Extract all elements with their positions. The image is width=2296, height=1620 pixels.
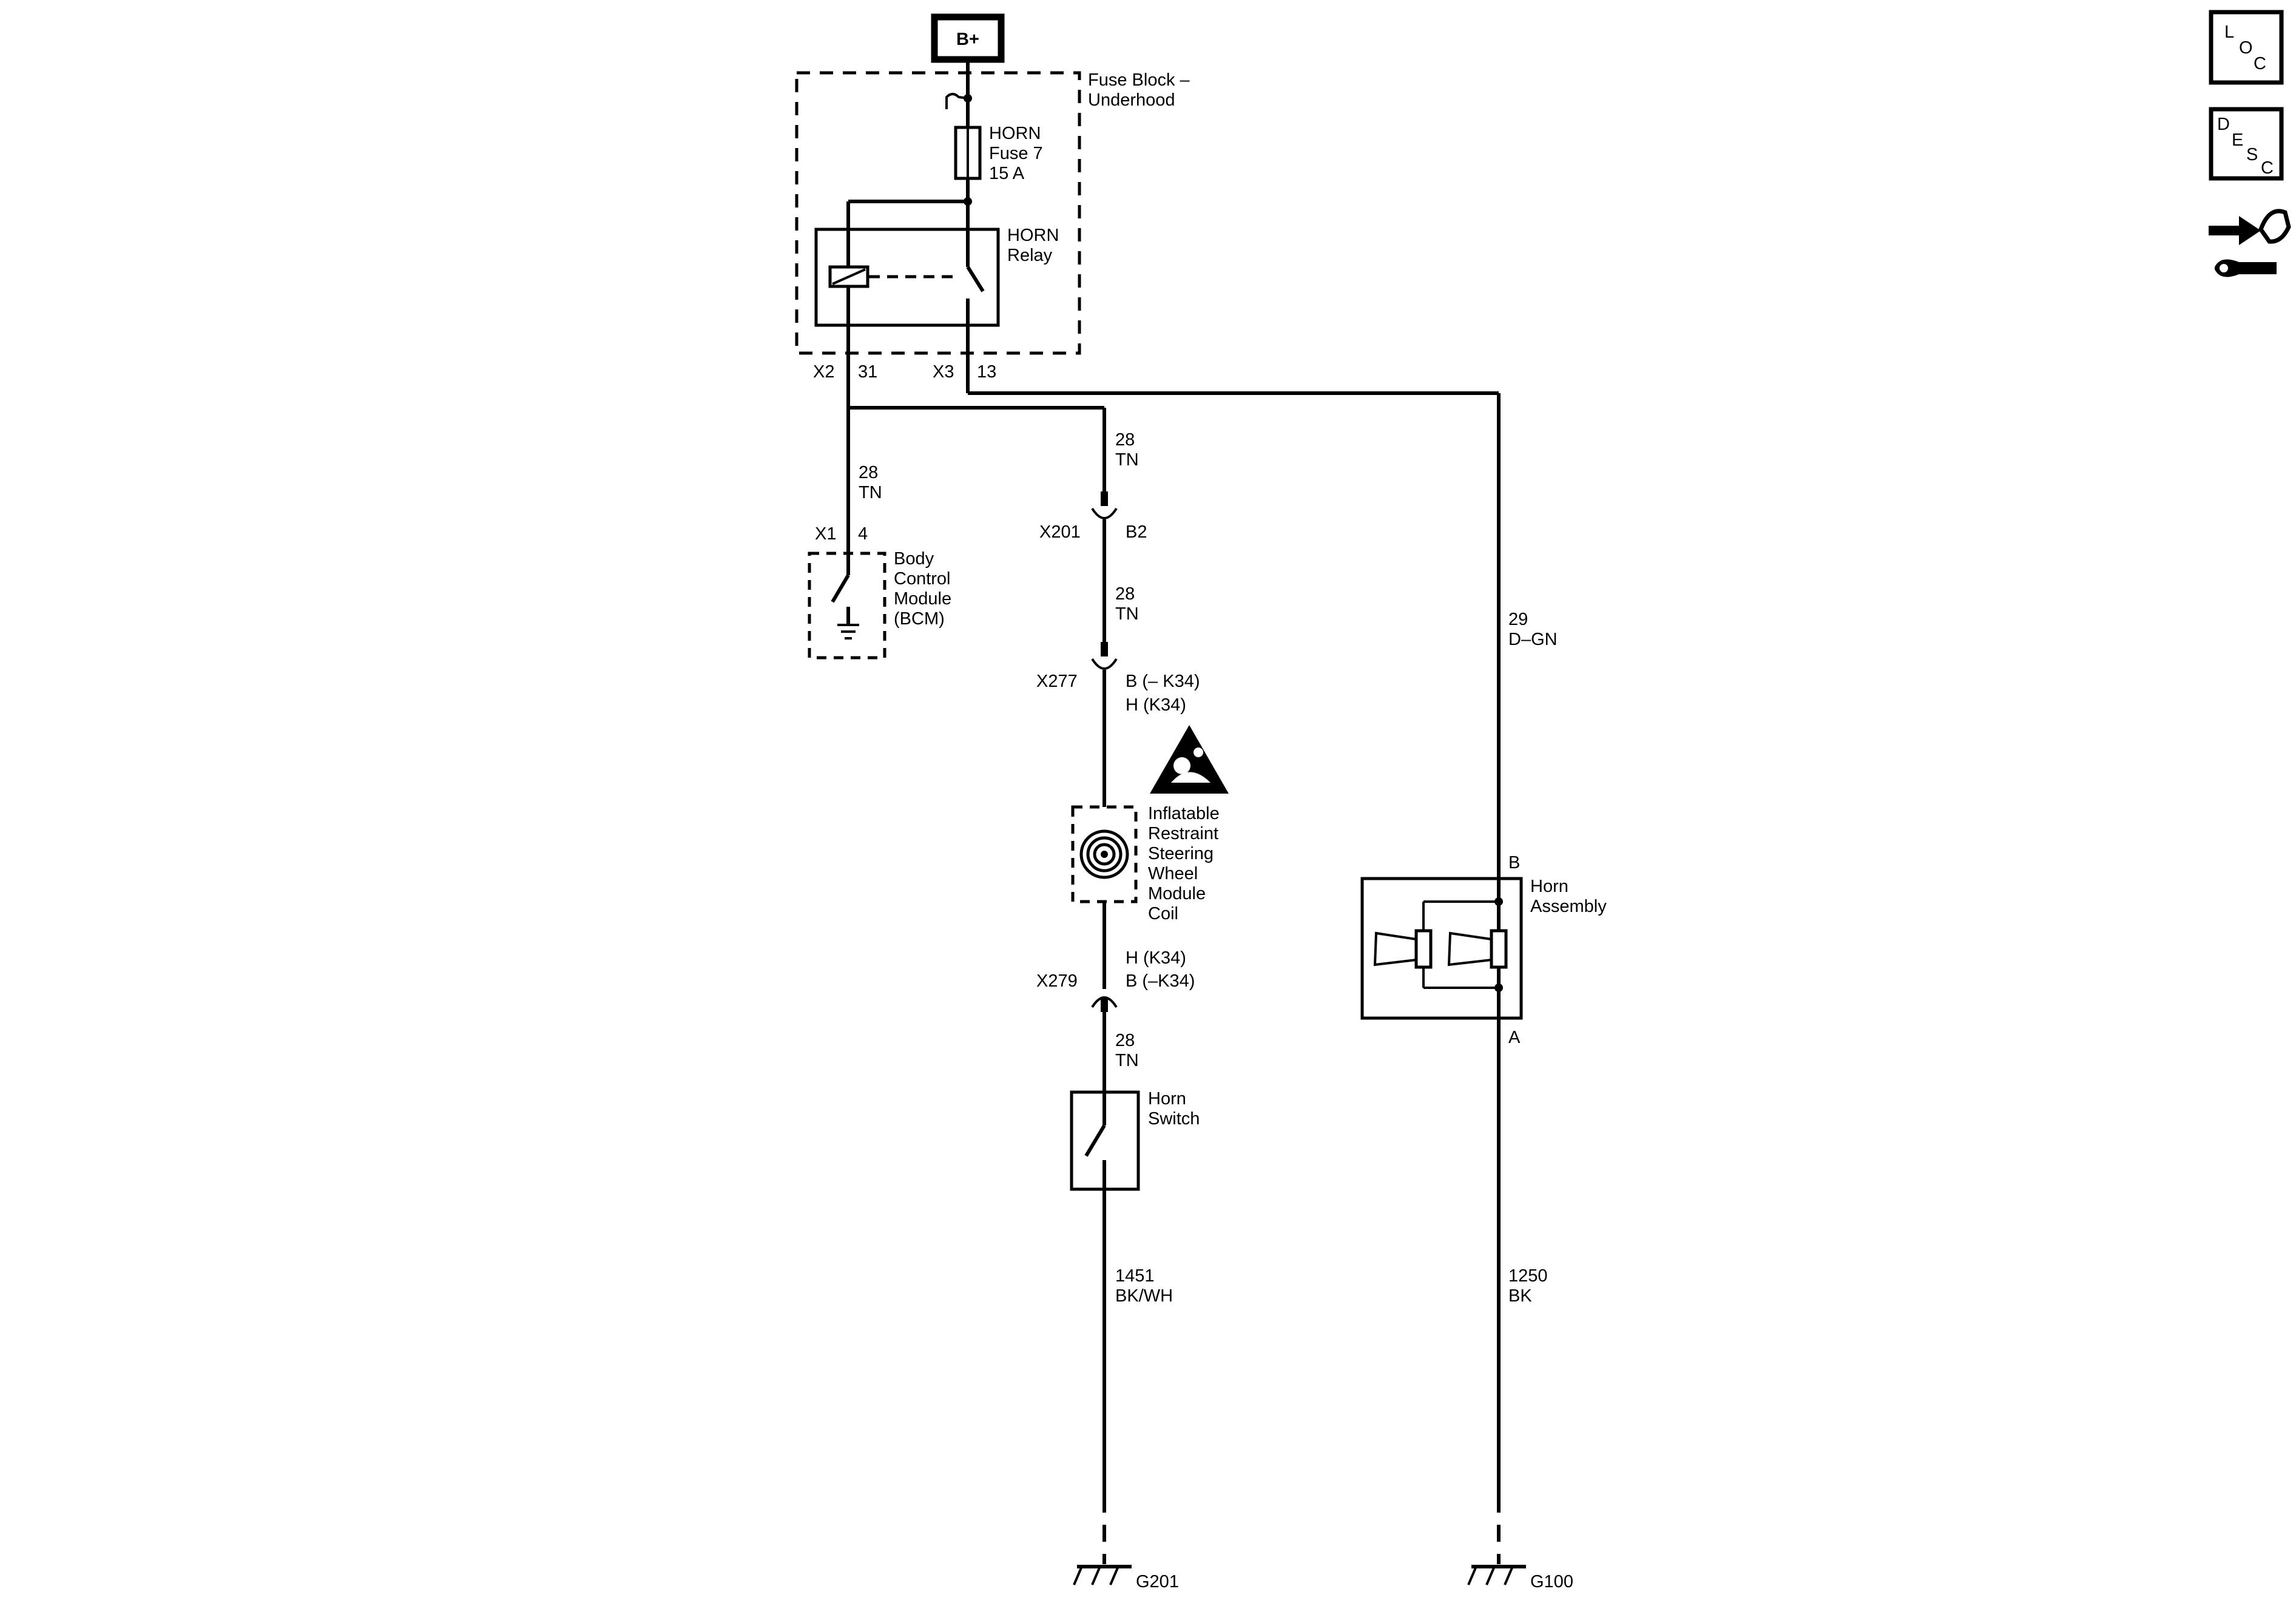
connector-x277-label: X277	[1036, 672, 1078, 691]
connector-x279-label: X279	[1036, 971, 1078, 991]
wire-28-b-circuit: 28	[1115, 584, 1135, 604]
connector-x2-label: X2	[813, 362, 834, 382]
coil-label-6: Coil	[1148, 904, 1178, 923]
airbag-warning-icon	[1150, 725, 1229, 794]
desc-icon-d: D	[2217, 115, 2230, 134]
horn-switch-label-1: Horn	[1148, 1089, 1186, 1109]
horn-pin-b-label: B	[1508, 853, 1520, 872]
horn-assembly-label-1: Horn	[1530, 877, 1568, 896]
wire-28-b-color: TN	[1115, 604, 1139, 624]
bcm-pin-label: 4	[858, 524, 868, 544]
wire-28-a-color: TN	[1115, 450, 1139, 470]
connector-x277-pin-2: H (K34)	[1126, 695, 1186, 715]
relay-switch-symbol	[966, 266, 985, 292]
wire-29-color: D–GN	[1508, 630, 1558, 649]
wire-28-bcm-circuit: 28	[859, 463, 878, 482]
horn-relay-box	[814, 228, 1000, 327]
pin-31-label: 31	[858, 362, 877, 382]
connector-x279-pin-1: H (K34)	[1126, 948, 1186, 968]
ground-g100-icon	[1467, 1565, 1526, 1585]
horn-fuse-rating: 15 A	[989, 164, 1025, 183]
wire-1451-circuit: 1451	[1115, 1266, 1155, 1286]
ground-g201-label: G201	[1136, 1572, 1179, 1591]
wire-28-c-circuit: 28	[1115, 1031, 1135, 1050]
horn-relay-label-2: Relay	[1007, 246, 1053, 265]
ground-g201-icon	[1073, 1565, 1132, 1585]
horn-fuse-number: Fuse 7	[989, 144, 1043, 163]
connector-x201-pin: B2	[1126, 522, 1147, 542]
wire-1250-circuit: 1250	[1508, 1266, 1548, 1286]
wire-28-bcm-color: TN	[859, 483, 882, 502]
horn-assembly-box	[1360, 877, 1523, 1020]
horn-2-icon	[1447, 929, 1508, 969]
connector-wrench-icon[interactable]	[2209, 209, 2291, 277]
connector-x279-symbol	[1091, 996, 1118, 1012]
clockspring-coil-icon	[1079, 829, 1129, 879]
b-plus-label: B+	[956, 30, 979, 49]
coil-label-2: Restraint	[1148, 824, 1218, 843]
loc-icon-o: O	[2239, 38, 2253, 58]
desc-icon-c: C	[2261, 158, 2274, 178]
wire-28-c-color: TN	[1115, 1051, 1139, 1070]
loc-icon-l: L	[2224, 22, 2234, 42]
coil-label-1: Inflatable	[1148, 804, 1220, 823]
horn-1-icon	[1373, 929, 1433, 969]
bcm-label-2: Control	[894, 569, 951, 589]
wire-29-circuit: 29	[1508, 610, 1528, 629]
wire-28-a-circuit: 28	[1115, 430, 1135, 450]
pin-13-label: 13	[977, 362, 996, 382]
connector-x3-label: X3	[933, 362, 954, 382]
ground-g100-label: G100	[1530, 1572, 1573, 1591]
connector-x277-pin-1: B (– K34)	[1126, 672, 1200, 691]
connector-x201-label: X201	[1039, 522, 1081, 542]
horn-pin-a-label: A	[1508, 1028, 1521, 1047]
bcm-label-1: Body	[894, 549, 934, 569]
horn-switch-symbol	[1084, 1092, 1106, 1189]
horn-switch-label-2: Switch	[1148, 1109, 1200, 1129]
connector-x279-pin-2: B (–K34)	[1126, 971, 1195, 991]
horn-assembly-label-2: Assembly	[1530, 897, 1607, 916]
connector-x201-symbol	[1091, 491, 1118, 519]
coil-label-5: Module	[1148, 884, 1206, 903]
fuse-block-boundary	[795, 71, 1081, 355]
horn-relay-label: HORN	[1007, 226, 1059, 245]
wire-1451-color: BK/WH	[1115, 1286, 1173, 1306]
relay-coil-symbol	[828, 265, 869, 288]
bcm-label-4: (BCM)	[894, 609, 945, 629]
connector-x277-symbol	[1091, 642, 1118, 670]
battery-positive-symbol: B+	[931, 13, 1005, 63]
coil-label-3: Steering	[1148, 844, 1214, 863]
wire-1250-color: BK	[1508, 1286, 1532, 1306]
desc-icon-e: E	[2232, 130, 2243, 150]
desc-icon[interactable]: D E S C	[2209, 107, 2284, 181]
horn-fuse-label: HORN	[989, 124, 1041, 143]
fuse-block-title-2: Underhood	[1088, 90, 1175, 110]
coil-label-4: Wheel	[1148, 864, 1198, 883]
bcm-label-3: Module	[894, 589, 951, 609]
bcm-connector-label: X1	[815, 524, 836, 544]
loc-icon[interactable]: L O C	[2209, 10, 2284, 85]
bcm-switch-symbol	[831, 553, 859, 640]
loc-icon-c: C	[2254, 54, 2266, 73]
horn-fuse-symbol	[954, 126, 982, 180]
desc-icon-s: S	[2246, 145, 2258, 164]
fuse-block-title: Fuse Block –	[1088, 70, 1190, 90]
